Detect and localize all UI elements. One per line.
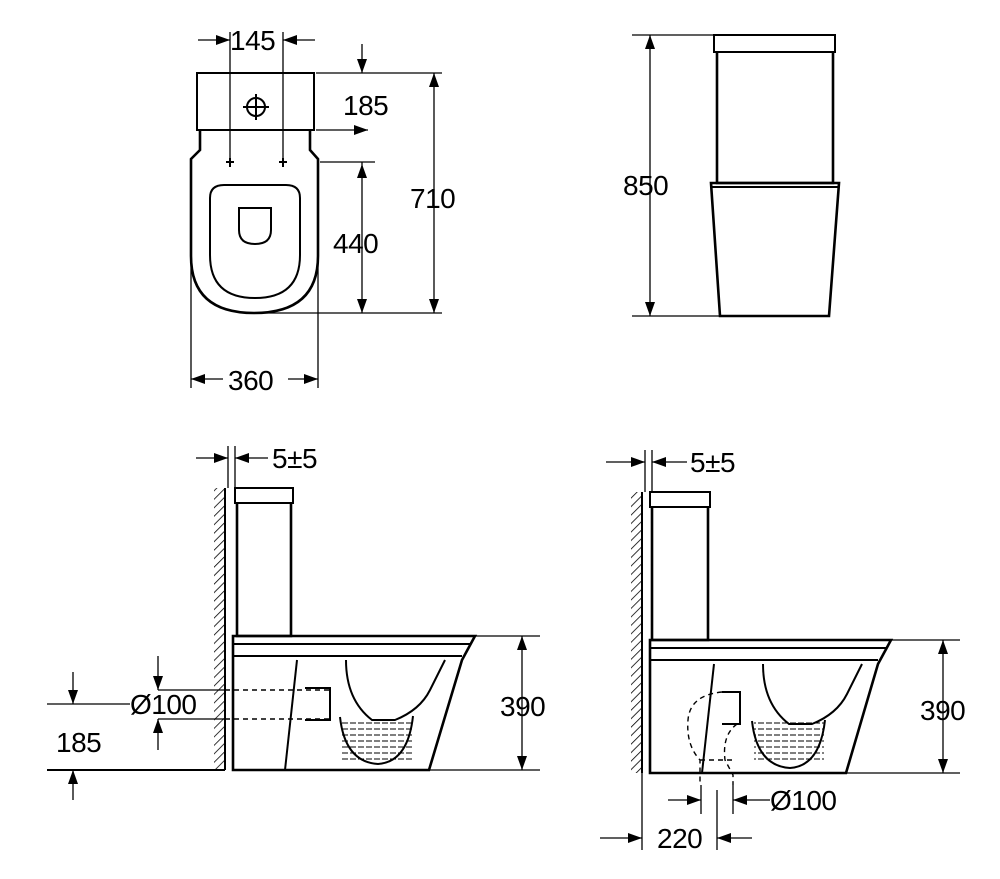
dim-floor-outlet-right: 220: [600, 773, 752, 854]
wall-hatch-right: [631, 492, 642, 773]
dim-label-floor-outlet-right: 220: [657, 823, 702, 854]
side-view-right: 5±5 390 Ø100 22: [600, 447, 966, 854]
dim-tank-depth: 185: [316, 44, 442, 135]
side-tank-lid: [234, 487, 294, 504]
water-level: [342, 718, 412, 760]
dim-label-440: 440: [333, 228, 378, 259]
tank-lid: [713, 34, 836, 53]
dim-label-185: 185: [343, 90, 388, 121]
dim-label-pipe-dia-left: Ø100: [130, 689, 197, 720]
dim-label-pipe-height-left: 185: [56, 727, 101, 758]
dim-bowl-height-left: 390: [429, 635, 546, 771]
dim-label-710: 710: [410, 183, 455, 214]
side-bowl-right: [648, 638, 894, 775]
side-tank-right: [650, 507, 710, 642]
seat-inner: [238, 207, 272, 246]
side-trap: [345, 659, 446, 721]
side-bowl: [231, 634, 478, 772]
dim-height: 850: [623, 34, 720, 317]
dim-pipe-dia-left: Ø100: [130, 656, 225, 750]
side-view-left: 5±5 Ø100 185 390: [47, 443, 546, 800]
dim-seat-depth: 440: [320, 161, 379, 313]
dim-label-wall-gap-left: 5±5: [272, 443, 317, 474]
dim-label-360: 360: [228, 365, 273, 396]
dim-label-pipe-dia-right: Ø100: [770, 785, 837, 816]
top-view: 145 185 440 710: [189, 25, 456, 396]
dim-label-bowl-height-left: 390: [500, 691, 545, 722]
dim-wall-gap-left: 5±5: [196, 443, 318, 488]
side-trap-right: [762, 663, 863, 725]
dim-label-145: 145: [230, 25, 275, 56]
dim-wall-gap-right: 5±5: [606, 447, 736, 492]
tank-body: [715, 52, 835, 185]
dim-label-wall-gap-right: 5±5: [690, 447, 735, 478]
side-tank: [235, 503, 293, 638]
front-view: 850: [623, 34, 841, 318]
side-tank-lid-right: [649, 491, 711, 508]
dim-total-depth: 710: [256, 73, 456, 314]
dim-pipe-dia-right: Ø100: [668, 785, 837, 816]
dim-label-850: 850: [623, 170, 668, 201]
crosshair-icon: [243, 94, 269, 120]
wall-hatch: [214, 488, 225, 770]
water-level-right: [754, 722, 824, 764]
dim-hole-spacing: 145: [198, 25, 315, 160]
dim-bowl-height-right: 390: [846, 639, 966, 774]
floor-outlet-pipe: [687, 691, 738, 785]
bowl-outline: [189, 130, 320, 315]
dim-width: 360: [190, 258, 319, 396]
front-bowl: [709, 181, 841, 318]
seat-outline: [209, 184, 301, 300]
tank-outline: [196, 72, 315, 131]
dim-label-bowl-height-right: 390: [920, 695, 965, 726]
fixing-points: [226, 158, 287, 167]
dim-pipe-height-left: 185: [47, 672, 130, 800]
